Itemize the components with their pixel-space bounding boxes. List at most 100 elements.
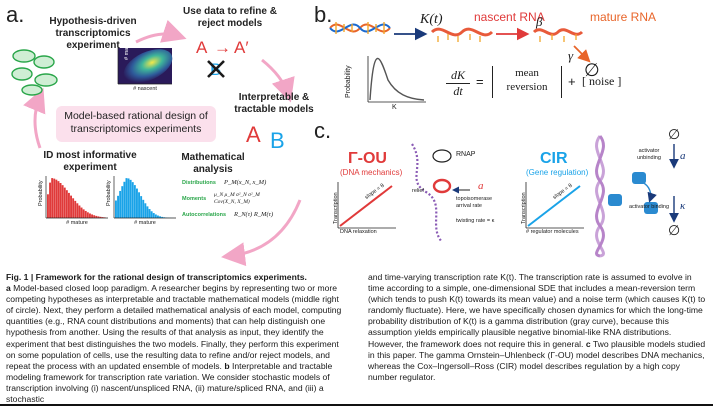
cells-illustration [11, 49, 58, 96]
histogram-bar [125, 178, 128, 218]
caption-c-text: Two plausible models studied in this pap… [368, 338, 706, 382]
degradation-empty-set: ∅ [584, 60, 600, 80]
histogram-bar [161, 216, 164, 218]
histogram-bar [133, 185, 136, 218]
panel-c-letter: c. [314, 118, 332, 143]
cir-xlabel: # regulator molecules [526, 229, 579, 235]
loop-arrow-right [261, 58, 295, 103]
histogram-bar [70, 195, 72, 218]
histogram-bar [97, 216, 100, 218]
histogram-bar [57, 181, 60, 218]
histogram-bar [121, 186, 124, 218]
nascent-rna-strand [430, 27, 494, 37]
histogram-bar [117, 195, 119, 218]
histogram-bar [74, 200, 77, 218]
histogram-bar [146, 206, 149, 218]
histogram-bar [53, 178, 56, 218]
histogram-bar [86, 212, 89, 218]
histogram-bar [152, 213, 155, 218]
histogram-bar [157, 215, 159, 218]
histogram-bar [59, 182, 62, 218]
caption-fig-label: Fig. 1 | Framework for the rational desi… [6, 272, 307, 282]
histogram-bar [154, 214, 157, 218]
distributions-label: Distributions [182, 180, 216, 186]
mean-reversion-line1: mean [515, 67, 539, 79]
histogram-bar [136, 188, 138, 218]
histogram-bar [93, 215, 96, 218]
histogram-bar [63, 187, 66, 218]
panel-b-letter: b. [314, 2, 333, 27]
caption-a-text: Model-based closed loop paradigm. A rese… [6, 283, 342, 371]
histogram-bar [47, 194, 49, 218]
equals-sign: = [476, 74, 484, 89]
use-data-title: Use data to refine & reject models [183, 6, 277, 29]
histogram-bar [150, 211, 153, 218]
histogram-bar [101, 217, 104, 218]
histogram-bar [95, 215, 98, 218]
caption-b-letter: b [224, 360, 230, 371]
cir-ylabel: Transcription [521, 192, 527, 224]
topo-label: topoisomerase arrival rate [456, 196, 493, 209]
math-title: Mathematical analysis [181, 152, 245, 175]
gamma-ylabel: Probability [345, 65, 352, 98]
heatmap-ylabel: # mature [124, 38, 130, 60]
caption-left-column: Fig. 1 | Framework for the rational desi… [6, 272, 346, 405]
autocorr-formula: R_N(τ) R_M(τ) [234, 211, 274, 218]
hist-red-ylabel: Probability [38, 180, 44, 206]
panel-a-letter: a. [6, 2, 25, 27]
histogram-bar [159, 216, 161, 218]
caption-a-letter: a [6, 283, 11, 294]
gou-xlabel: DNA relaxation [340, 229, 377, 235]
topo-rate-a: a [478, 180, 484, 192]
hypothesis-title: Hypothesis-driven transcriptomics experi… [49, 16, 137, 51]
distributions-formula: P_M(x_N, x_M) [224, 179, 267, 186]
beta-label: β [536, 14, 543, 29]
reject-x-icon [207, 60, 225, 78]
activator-free-2 [644, 202, 658, 214]
rnap-shape [432, 149, 452, 163]
loop-arrow-top [135, 19, 187, 44]
letter-b: B [270, 128, 285, 153]
histogram-bar [51, 178, 54, 218]
mean-reversion-bracket: mean reversion [492, 66, 562, 98]
cir-rate-kappa: κ [680, 200, 686, 212]
histogram-bar [115, 200, 117, 218]
histogram-bar [68, 192, 70, 218]
histogram-bar [49, 182, 51, 218]
moments-label: Moments [182, 196, 207, 202]
rnap-label: RNAP [456, 151, 476, 158]
histogram-bar [163, 217, 166, 218]
autocorr-label: Autocorrelations [182, 212, 227, 218]
panel-c-illustration [337, 135, 679, 258]
cir-slope-line [527, 185, 581, 227]
panel-a-loop-arrows [23, 19, 302, 267]
model-a-prime-label: A′ [234, 38, 249, 57]
interpretable-title: Interpretable & tractable models [234, 92, 314, 115]
letter-a: A [246, 122, 261, 147]
histogram-bar [84, 210, 87, 218]
histogram-bar [140, 196, 143, 218]
histogram-red [45, 176, 108, 219]
histogram-bar [119, 190, 122, 218]
kt-label: K(t) [420, 12, 443, 27]
caption-right-column: and time-varying transcription rate K(t)… [368, 272, 708, 383]
dna-loop [411, 143, 443, 243]
noise-term: [ noise ] [582, 74, 622, 88]
histogram-bar [138, 192, 140, 218]
histogram-bar [55, 179, 58, 218]
gou-subtitle: (DNA mechanics) [340, 168, 403, 177]
histogram-bar [78, 205, 81, 218]
dna-helix [329, 22, 391, 34]
activator-free-1 [632, 172, 646, 184]
relief-label: relief [412, 188, 424, 194]
hist-red-xlabel: # mature [66, 220, 88, 226]
caption-c-letter: c [585, 338, 591, 349]
caption-right-text: and time-varying transcription rate K(t)… [368, 272, 706, 349]
hist-blue-ylabel: Probability [106, 180, 112, 206]
gene-helix-b [595, 135, 605, 258]
cir-source-empty-set: ∅ [668, 126, 681, 142]
cir-subtitle: (Gene regulation) [526, 168, 589, 177]
activator-bound [608, 194, 622, 206]
gamma-label: γ [568, 48, 574, 63]
histogram-bar [129, 179, 132, 218]
